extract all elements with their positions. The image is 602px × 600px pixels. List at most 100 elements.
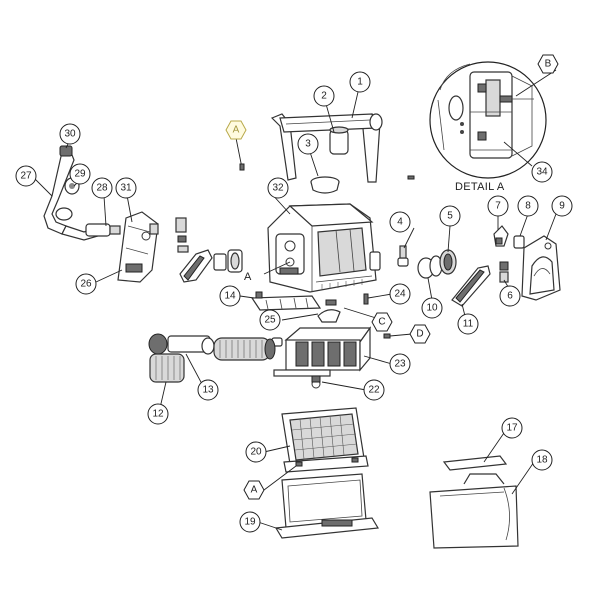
part-callouts: 1 2 3 4 5 6 7 8 9 10 11 12 13 14 17 18 1… [15, 71, 573, 533]
base-frame [275, 473, 379, 539]
callout-4: 4 [389, 211, 411, 233]
main-body-housing [267, 203, 381, 293]
body-vents [321, 279, 363, 290]
callout-22: 22 [363, 379, 385, 401]
brush-bristles [219, 340, 263, 358]
callout-31: 31 [115, 177, 137, 199]
bolt [397, 245, 409, 267]
detail-a-view: DETAIL A [429, 61, 547, 193]
arm-assembly [43, 145, 121, 241]
svg-text:29: 29 [74, 169, 86, 180]
svg-text:18: 18 [536, 455, 548, 466]
float-parts [310, 126, 415, 194]
svg-text:34: 34 [536, 167, 548, 178]
svg-text:9: 9 [559, 201, 565, 212]
impeller-parts [250, 291, 369, 323]
svg-text:19: 19 [244, 517, 256, 528]
callout-27: 27 [15, 165, 37, 187]
svg-text:13: 13 [202, 385, 214, 396]
svg-text:28: 28 [96, 183, 108, 194]
callout-1: 1 [349, 71, 371, 93]
svg-text:3: 3 [305, 139, 311, 150]
svg-text:14: 14 [224, 291, 236, 302]
callout-12: 12 [147, 403, 169, 425]
callout-25: 25 [259, 309, 281, 331]
svg-text:24: 24 [394, 289, 406, 300]
svg-text:D: D [416, 329, 423, 340]
left-clips [175, 217, 189, 253]
callout-20: 20 [245, 441, 267, 463]
callout-d: D [409, 324, 431, 344]
svg-text:31: 31 [120, 183, 132, 194]
svg-text:26: 26 [80, 279, 92, 290]
callout-23: 23 [389, 353, 411, 375]
callout-32: 32 [267, 177, 289, 199]
svg-text:32: 32 [272, 183, 284, 194]
svg-text:27: 27 [20, 171, 32, 182]
screw-a [239, 163, 245, 171]
svg-text:4: 4 [397, 217, 403, 228]
callout-3: 3 [297, 133, 319, 155]
sleeve-bristles [155, 356, 181, 380]
callout-11: 11 [457, 313, 479, 335]
callout-14: 14 [219, 285, 241, 307]
svg-text:C: C [378, 317, 385, 328]
svg-text:11: 11 [463, 319, 474, 330]
left-side-plate [117, 211, 159, 283]
callout-30: 30 [59, 123, 81, 145]
callout-28: 28 [91, 177, 113, 199]
brush-roller [148, 333, 276, 361]
callout-26: 26 [75, 273, 97, 295]
right-wheels [417, 249, 491, 307]
brush-sleeve [149, 353, 185, 383]
svg-text:5: 5 [447, 211, 453, 222]
svg-text:20: 20 [250, 447, 262, 458]
callout-24: 24 [389, 283, 411, 305]
callout-8: 8 [517, 195, 539, 217]
callout-a-highlighted: A [225, 120, 247, 140]
callout-5: 5 [439, 205, 461, 227]
svg-text:6: 6 [507, 291, 513, 302]
callout-34: 34 [531, 161, 553, 183]
callout-9: 9 [551, 195, 573, 217]
basket-mesh [291, 414, 358, 460]
callout-13: 13 [197, 379, 219, 401]
svg-text:A: A [233, 125, 240, 136]
svg-text:1: 1 [357, 77, 363, 88]
right-clips [493, 225, 525, 283]
letter-callouts: A B C D A [225, 54, 559, 500]
callout-7: 7 [487, 195, 509, 217]
svg-text:A: A [251, 485, 258, 496]
handle [270, 113, 383, 183]
svg-text:7: 7 [495, 201, 501, 212]
callout-b: B [537, 54, 559, 74]
callout-29: 29 [69, 163, 91, 185]
callout-6: 6 [499, 285, 521, 307]
svg-text:2: 2 [321, 91, 327, 102]
svg-text:30: 30 [64, 129, 76, 140]
right-side-plate [521, 235, 561, 301]
svg-text:8: 8 [525, 201, 531, 212]
callout-c: C [371, 312, 393, 332]
callout-17: 17 [501, 417, 523, 439]
callout-2: 2 [313, 85, 335, 107]
callout-18: 18 [531, 449, 553, 471]
detail-a-title: DETAIL A [455, 181, 505, 193]
svg-text:17: 17 [506, 423, 518, 434]
svg-text:10: 10 [426, 303, 438, 314]
callout-19: 19 [239, 511, 261, 533]
callout-10: 10 [421, 297, 443, 319]
svg-text:B: B [545, 59, 552, 70]
label-a-body: A [244, 271, 252, 283]
svg-text:12: 12 [152, 409, 164, 420]
caddy-parts [429, 455, 519, 549]
left-track [179, 249, 243, 283]
svg-text:25: 25 [264, 315, 276, 326]
filter-housing [271, 326, 391, 389]
svg-text:22: 22 [368, 385, 380, 396]
filter-basket [281, 407, 369, 473]
leader-lines [33, 69, 557, 531]
svg-text:23: 23 [394, 359, 406, 370]
callout-a-bottom: A [243, 480, 265, 500]
